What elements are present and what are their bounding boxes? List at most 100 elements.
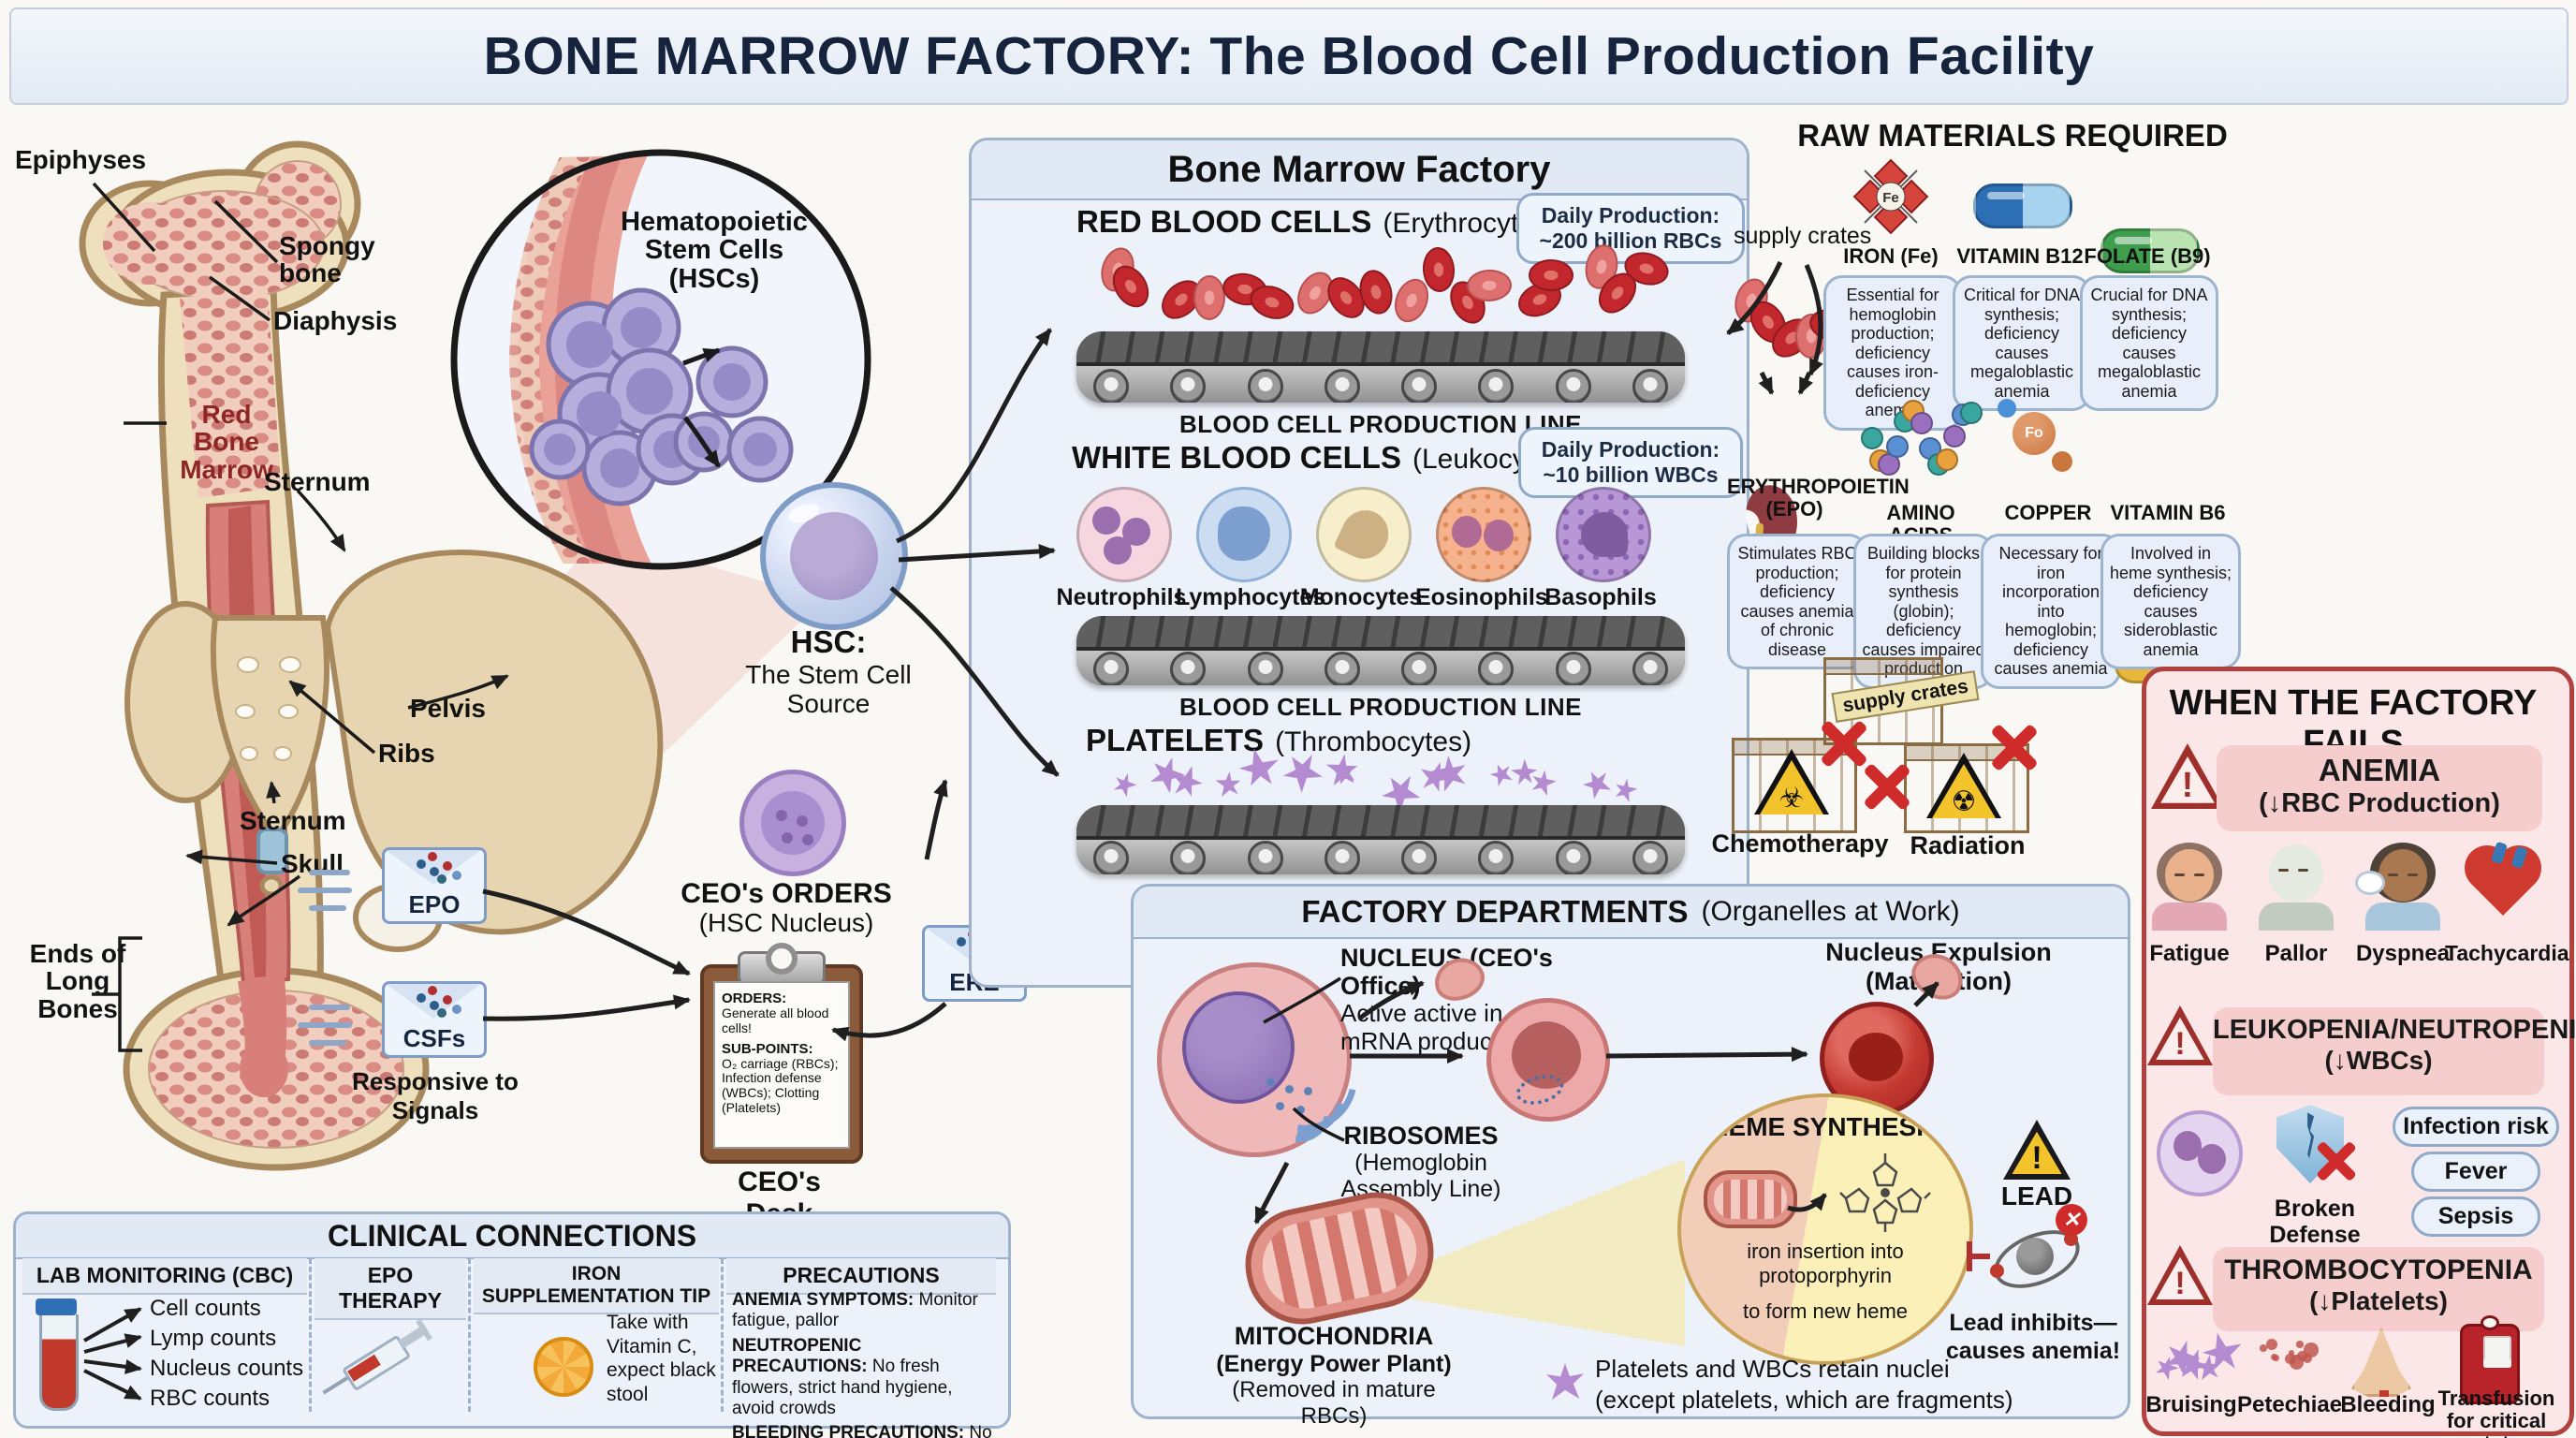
departments-header: FACTORY DEPARTMENTS <box>1301 894 1689 929</box>
lab-item: Nucleus counts <box>150 1356 304 1381</box>
departments-header-sub: (Organelles at Work) <box>1701 896 1960 927</box>
wbc-production-badge: Daily Production:~10 billion WBCs <box>1518 427 1743 499</box>
symptom-label: Petechiae <box>2237 1392 2343 1417</box>
raw-item-name: COPPER <box>2004 501 2092 524</box>
subpoints-text: O₂ carriage (RBCs); Infection defense (W… <box>722 1055 839 1116</box>
heme-iron-icon: Fe <box>1852 158 1929 235</box>
wbc-icon <box>2157 1110 2243 1196</box>
label-sternum-lower: Sternum <box>240 806 346 835</box>
raw-item-desc: Critical for DNA synthesis; deficiency c… <box>1953 275 2091 412</box>
raw-item-desc: Necessary for iron incorporation into he… <box>1981 534 2121 689</box>
bone-anatomy-art <box>79 140 824 1171</box>
leukopenia-band: LEUKOPENIA/NEUTROPENIA(↓WBCs) <box>2213 1007 2576 1095</box>
rbc-stream <box>1067 241 1713 330</box>
inset-label-1: Hematopoietic <box>621 207 808 237</box>
precautions-list: ANEMIA SYMPTOMS: Monitor fatigue, pallor… <box>732 1290 992 1438</box>
amino-acids-icon <box>1861 393 1983 477</box>
risk-pill: Sepsis <box>2411 1196 2540 1237</box>
epo-envelope: EPO <box>382 847 487 924</box>
raw-item-desc: Essential for hemoglobin production; def… <box>1823 275 1962 431</box>
raw-item-name: IRON (Fe) <box>1843 244 1939 268</box>
wbc-type-label: Eosinophils <box>1415 584 1548 610</box>
reticulocyte-cell <box>1486 998 1610 1122</box>
wbc-type-label: Basophils <box>1544 584 1657 610</box>
raw-item-desc: Crucial for DNA synthesis; deficiency ca… <box>2080 275 2218 412</box>
neutrophil-cell <box>1076 487 1172 582</box>
clinical-header: CLINICAL CONNECTIONS <box>16 1214 1008 1259</box>
lead-atom-icon: ✕ <box>1985 1204 2088 1300</box>
lab-item: Lymp counts <box>150 1326 277 1351</box>
molecule-icon <box>430 867 439 876</box>
symptom-label: Pallor <box>2264 941 2328 966</box>
raw-item-desc: Building blocks for protein synthesis (g… <box>1853 534 1994 689</box>
raw-item-name: VITAMIN B6 <box>2110 501 2226 524</box>
clipboard-clamp-icon <box>738 951 826 985</box>
heme-title: HEME SYNTHESIS <box>1709 1112 1941 1141</box>
speed-lines <box>298 992 365 1058</box>
progenitor-cell <box>739 770 846 876</box>
eosinophil-cell <box>1436 487 1531 582</box>
divider <box>309 1258 312 1412</box>
epo-envelope-label: EPO <box>408 890 461 918</box>
label-sternum-upper: Sternum <box>264 467 371 496</box>
lead-warning-icon: ! <box>2003 1120 2071 1180</box>
divider <box>468 1258 471 1412</box>
orders-label: ORDERS: <box>722 990 787 1006</box>
lymphocyte-cell <box>1196 487 1292 582</box>
orange-slice-icon <box>534 1337 593 1397</box>
label-red-marrow-1: Red Bone <box>194 400 259 457</box>
copper-icon: Fo <box>1992 399 2078 477</box>
symptom-label: Bleeding <box>2340 1392 2436 1417</box>
symptom-label: Tachycardia <box>2445 941 2569 965</box>
monocyte-cell <box>1316 487 1412 582</box>
page-title: BONE MARROW FACTORY: The Blood Cell Prod… <box>9 7 2569 105</box>
chemotherapy-label: Chemotherapy <box>1711 829 1889 858</box>
raw-item-desc: Involved in heme synthesis; deficiency c… <box>2100 534 2241 670</box>
radiation-label: Radiation <box>1910 831 2026 859</box>
production-line-label: BLOOD CELL PRODUCTION LINE <box>1179 693 1582 721</box>
lab-item: RBC counts <box>150 1386 271 1411</box>
orders-text: Generate all blood cells! <box>722 1005 829 1035</box>
risk-pill: Infection risk <box>2393 1107 2559 1147</box>
conveyor-belt-platelets <box>1076 805 1685 874</box>
hsc-cell <box>760 482 908 630</box>
thrombocytopenia-band: THROMBOCYTOPENIA(↓Platelets) <box>2213 1247 2544 1331</box>
platelets-subtitle: (Thrombocytes) <box>1275 726 1472 757</box>
pallor-icon <box>2256 843 2336 931</box>
csfs-envelope-label: CSFs <box>402 1024 466 1052</box>
mitochondrion-icon <box>1704 1170 1797 1228</box>
label-spongy-2: bone <box>279 258 342 288</box>
label-ribs: Ribs <box>378 739 435 768</box>
fatigue-icon <box>2149 843 2230 931</box>
production-line-label: BLOOD CELL PRODUCTION LINE <box>1179 410 1582 438</box>
ribosomes-title: RIBOSOMES <box>1343 1122 1499 1150</box>
pelvis-illustration <box>124 550 664 952</box>
warning-icon: ! <box>2147 1245 2213 1305</box>
x-icon <box>1988 721 2041 773</box>
porphyrin-icon <box>1839 1153 1931 1232</box>
symptom-label: Fatigue <box>2149 941 2230 966</box>
dyspnea-icon <box>2355 843 2443 931</box>
test-tube-icon <box>36 1299 79 1411</box>
warning-icon: ! <box>2151 743 2224 809</box>
hsc-sub-2: Source <box>786 689 871 719</box>
ceo-clipboard: ORDERS: Generate all blood cells! SUB-PO… <box>700 951 863 1164</box>
blood-bag-icon <box>2460 1324 2520 1404</box>
conveyor-belt-wbc <box>1076 616 1685 685</box>
rbc-outflow <box>1724 273 1857 378</box>
rbc-title: RED BLOOD CELLS <box>1076 204 1372 239</box>
label-long-bones-3: Bones <box>37 993 118 1023</box>
warning-icon: ! <box>2147 1005 2213 1065</box>
subpoints-label: SUB-POINTS: <box>722 1040 813 1057</box>
folate-capsule-icon <box>2100 228 2200 273</box>
lab-monitoring-header: LAB MONITORING (CBC) <box>22 1258 307 1295</box>
conveyor-belt-rbc <box>1076 331 1685 403</box>
label-long-bones-1: Ends of <box>29 939 126 968</box>
lab-item: Cell counts <box>150 1296 261 1321</box>
wbc-title: WHITE BLOOD CELLS <box>1072 440 1401 475</box>
platelet-stream <box>1095 755 1676 801</box>
factory-header: Bone Marrow Factory <box>972 140 1747 200</box>
label-pelvis: Pelvis <box>410 694 486 723</box>
hsc-cluster <box>529 287 709 506</box>
